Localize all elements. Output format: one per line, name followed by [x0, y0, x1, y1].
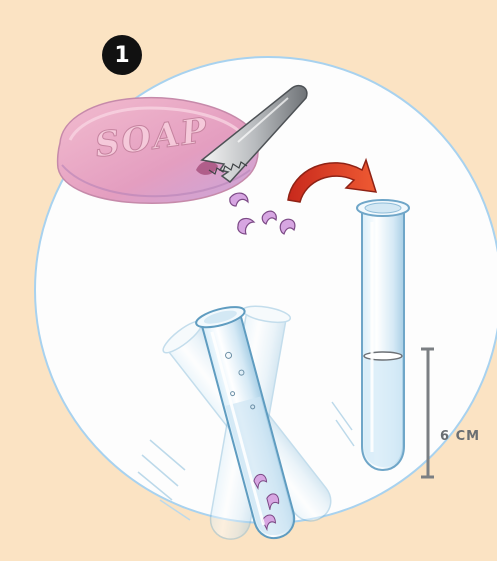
- measurement-label: 6 CM: [440, 429, 480, 444]
- test-tube-upright: [357, 200, 409, 470]
- step-number-badge: 1: [102, 35, 142, 75]
